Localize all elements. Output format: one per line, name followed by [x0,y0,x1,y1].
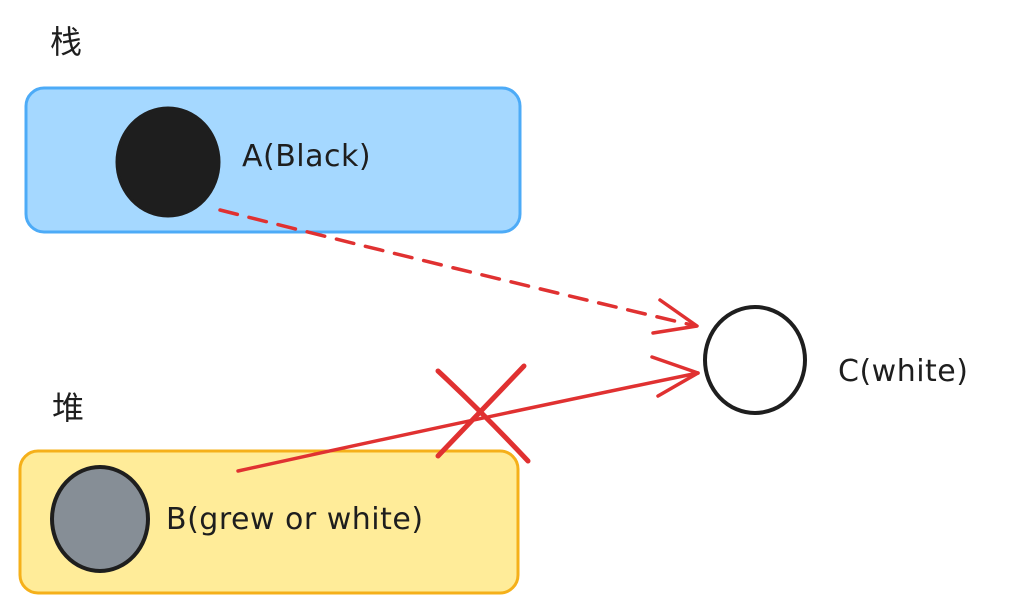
heap-label: 堆 [52,389,85,427]
arrow-a-to-c [218,208,699,335]
node-c-label: C(white) [838,354,969,389]
node-a-circle [115,106,221,218]
heap-box [18,449,520,595]
stack-label: 栈 [50,23,83,61]
node-c-circle [703,305,807,415]
cross-mark-icon [435,363,531,464]
node-a-label: A(Black) [242,139,372,174]
node-b-label: B(grew or white) [166,502,424,537]
node-b-circle [50,465,150,573]
